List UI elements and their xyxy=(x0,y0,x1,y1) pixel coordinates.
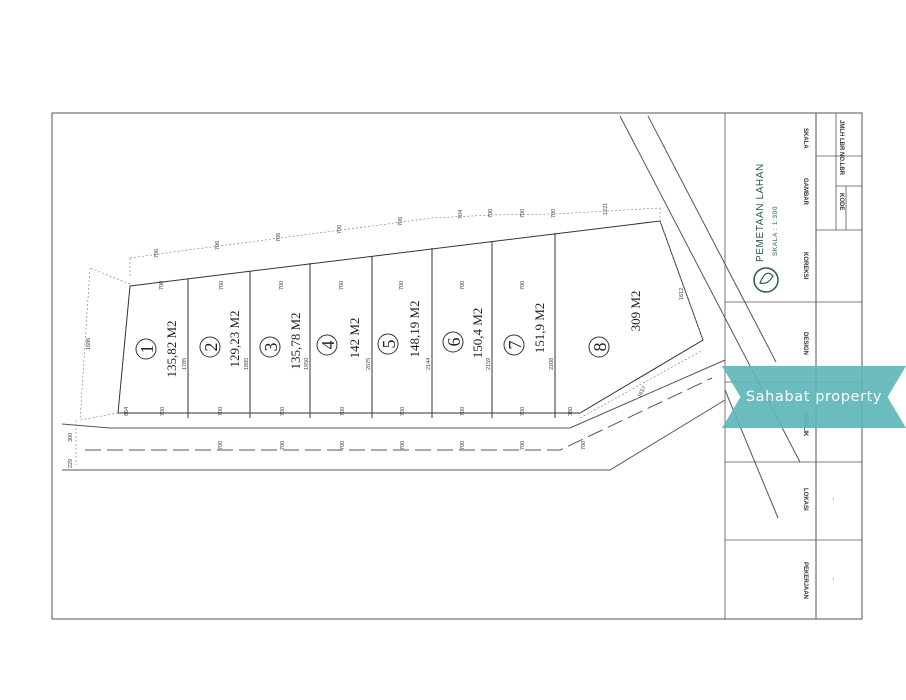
dim-row2-6: 700 xyxy=(520,407,526,416)
logo-title: PEMETAAN LAHAN xyxy=(755,163,766,262)
watermark-banner: Sahabat property xyxy=(722,366,906,428)
lot-4: 4 142 M2 xyxy=(316,318,362,359)
label-jmlh-lbr: JMLH LBR xyxy=(838,120,844,151)
dim-row2-1: 700 xyxy=(218,407,224,416)
dim-row2-5: 700 xyxy=(460,407,466,416)
lot-2: 2 129,23 M2 xyxy=(199,310,242,368)
lot-number-circle xyxy=(135,338,157,360)
value-pekerjaan: - xyxy=(830,578,836,580)
dim-row3-1: 700 xyxy=(218,441,224,450)
dim-row3-4: 700 xyxy=(400,441,406,450)
dim-row3-6: 700 xyxy=(520,441,526,450)
lot-5-number: 5 xyxy=(379,340,399,349)
dim-row1-6: 700 xyxy=(460,281,466,290)
lot-2-number: 2 xyxy=(201,343,221,352)
dim-road-b: 229 xyxy=(68,459,74,468)
lot-7: 7 151,9 M2 xyxy=(503,303,547,356)
logo-scale: SKALA : 1:300 xyxy=(772,206,779,256)
lot-number-circle xyxy=(377,333,399,355)
lot-8-area: 309 M2 xyxy=(628,291,643,332)
label-kode: KODE xyxy=(838,193,844,210)
dim-row1-7: 700 xyxy=(520,281,526,290)
leaf-logo-icon xyxy=(753,267,779,293)
lot-number-circle xyxy=(316,334,338,356)
dim-row3-7: 700 xyxy=(581,441,587,450)
label-design: DESIGN xyxy=(802,332,808,355)
label-pekerjaan: PEKERJAAN xyxy=(802,562,808,599)
lot-number-circle xyxy=(588,336,610,358)
dim-row1-3: 700 xyxy=(279,281,285,290)
dim-depth-3: 1950 xyxy=(304,358,310,370)
dim-row3-3: 700 xyxy=(340,441,346,450)
dim-top-6: 704 xyxy=(458,210,464,219)
pemetaan-lahan-logo: PEMETAAN LAHAN SKALA : 1:300 xyxy=(753,163,779,293)
dim-row1-5: 700 xyxy=(399,281,405,290)
lot-3-area: 135,78 M2 xyxy=(288,312,303,369)
dim-left-bottom: 864 xyxy=(124,407,130,416)
lot-7-number: 7 xyxy=(505,341,525,350)
lot-5-area: 148,19 M2 xyxy=(407,300,422,357)
lot-8: 8 309 M2 xyxy=(588,291,643,358)
dim-depth-1: 1785 xyxy=(182,358,188,370)
dim-row2-2: 700 xyxy=(280,407,286,416)
label-gambar: GAMBAR xyxy=(802,178,808,206)
dim-top-2: 706 xyxy=(215,241,221,250)
dim-lot8-small: 380 xyxy=(568,407,574,416)
dim-top-8: 700 xyxy=(520,209,526,218)
dim-top-4: 706 xyxy=(337,225,343,234)
lot-number-circle xyxy=(259,336,281,358)
lot-6-number: 6 xyxy=(444,338,464,347)
lot-number-circle xyxy=(503,334,525,356)
dim-left-side: 1686 xyxy=(86,338,92,350)
dim-row3-5: 700 xyxy=(460,441,466,450)
lot-3-number: 3 xyxy=(261,343,281,352)
lot-1-number: 1 xyxy=(137,345,157,354)
dim-lot8-right: 1612 xyxy=(679,288,685,300)
dim-top-9: 700 xyxy=(551,209,557,218)
dim-lot8-bottom: 1637 xyxy=(637,385,648,399)
road-lines xyxy=(61,115,801,519)
label-skala: SKALA xyxy=(802,128,808,149)
lot-6-area: 150,4 M2 xyxy=(470,308,485,359)
lot-1-area: 135,82 M2 xyxy=(164,320,179,377)
lot-6: 6 150,4 M2 xyxy=(442,308,485,359)
dim-depth-2: 1885 xyxy=(244,358,250,370)
lot-8-number: 8 xyxy=(590,343,610,352)
lot-4-area: 142 M2 xyxy=(347,318,362,359)
value-lokasi: - xyxy=(830,498,836,500)
dim-depth-5: 2144 xyxy=(426,358,432,370)
dimension-lines xyxy=(75,207,704,465)
lot-1: 1 135,82 M2 xyxy=(135,320,179,378)
lot-5: 5 148,19 M2 xyxy=(377,300,422,358)
lot-2-area: 129,23 M2 xyxy=(227,310,242,367)
dim-row1-4: 700 xyxy=(339,281,345,290)
dim-row1-2: 700 xyxy=(219,281,225,290)
label-koreksi: KOREKSI xyxy=(802,252,808,280)
lot-number-circle xyxy=(442,331,464,353)
dim-top-7: 700 xyxy=(488,209,494,218)
dim-row2-7: 700 xyxy=(160,407,166,416)
dim-row3-2: 700 xyxy=(280,441,286,450)
dim-top-10: 1221 xyxy=(603,203,609,215)
dim-depth-4: 2075 xyxy=(366,358,372,370)
label-lokasi: LOKASI xyxy=(802,488,808,511)
dim-top-1: 706 xyxy=(154,249,160,258)
dim-top-3: 706 xyxy=(276,233,282,242)
dim-row1-1: 700 xyxy=(159,281,165,290)
dim-top-5: 706 xyxy=(398,217,404,226)
dimension-labels: 706 706 706 706 706 704 700 700 700 1221… xyxy=(68,203,685,468)
watermark-text: Sahabat property xyxy=(745,389,883,405)
label-no-lbr: NO.LBR xyxy=(838,152,844,176)
dim-depth-7: 2208 xyxy=(549,358,555,370)
dim-row2-4: 700 xyxy=(400,407,406,416)
lot-7-area: 151,9 M2 xyxy=(532,303,547,354)
dim-depth-6: 2159 xyxy=(486,358,492,370)
dim-row2-3: 700 xyxy=(340,407,346,416)
lot-3: 3 135,78 M2 xyxy=(259,312,303,370)
lot-number-circle xyxy=(199,336,221,358)
dim-road-a: 300 xyxy=(68,433,74,442)
parcel-outline xyxy=(117,220,704,418)
lot-4-number: 4 xyxy=(318,341,338,350)
